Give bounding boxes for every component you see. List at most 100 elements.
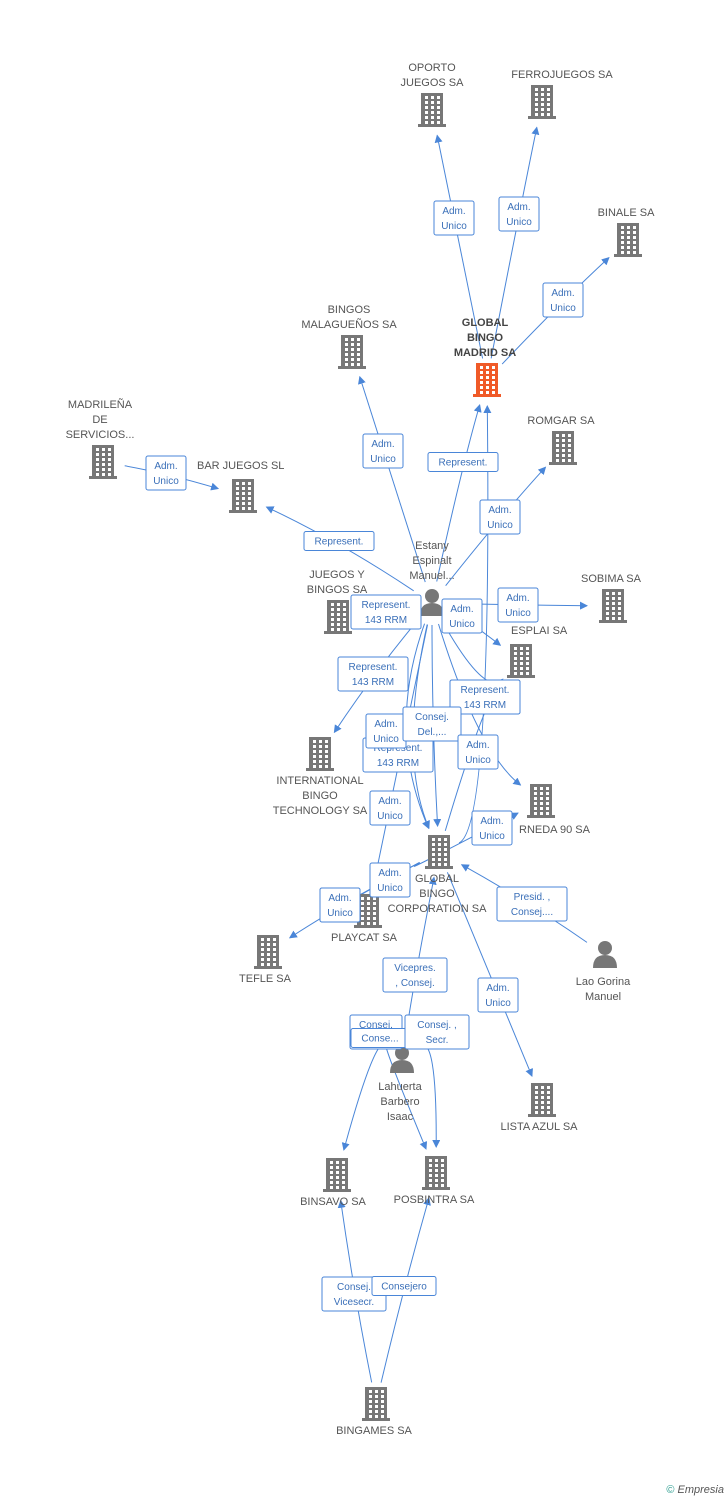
node-label-international: TECHNOLOGY SA bbox=[273, 805, 368, 817]
node-madrilena[interactable]: MADRILEÑADESERVICIOS... bbox=[66, 398, 135, 479]
edge-label-text: Unico bbox=[327, 908, 353, 919]
edge-label-box[interactable]: Adm.Unico bbox=[479, 499, 521, 535]
edge-label-text: Unico bbox=[550, 303, 576, 314]
edge-label-text: 143 RRM bbox=[464, 700, 506, 711]
building-icon bbox=[354, 894, 382, 928]
edge-estany-to-gbmadrid[interactable] bbox=[436, 403, 482, 582]
building-icon bbox=[528, 85, 556, 119]
edge-label-box[interactable]: Adm.Unico bbox=[471, 810, 513, 846]
node-label-gbcorp: GLOBAL bbox=[415, 873, 459, 885]
edge-label-text: Represent. bbox=[461, 685, 510, 696]
edge-lahuerta-to-posbintra[interactable] bbox=[418, 1044, 441, 1148]
edge-label-box[interactable]: Vicepres., Consej. bbox=[382, 957, 448, 993]
node-label-lahuerta: Isaac bbox=[387, 1111, 414, 1123]
edge-label-frame bbox=[471, 810, 513, 846]
edge-label-box[interactable]: Adm. Unico bbox=[369, 862, 411, 898]
node-bingames[interactable]: BINGAMES SA bbox=[336, 1387, 413, 1437]
node-rneda[interactable]: RNEDA 90 SA bbox=[519, 784, 591, 836]
edge-label-frame bbox=[457, 734, 499, 770]
edge-label-box[interactable]: Adm.Unico bbox=[145, 455, 187, 491]
node-label-gbcorp: BINGO bbox=[419, 888, 455, 900]
edge-label-frame bbox=[337, 656, 409, 692]
person-icon bbox=[593, 941, 617, 968]
node-label-estany: Espinalt bbox=[412, 555, 451, 567]
edge-label-box[interactable]: Consej.Del.,... bbox=[402, 706, 462, 742]
edge-label-text: Unico bbox=[377, 883, 403, 894]
edge-label-box[interactable]: Consej.Vicesecr. bbox=[321, 1276, 387, 1312]
node-ferrojuegos[interactable]: FERROJUEGOS SA bbox=[511, 69, 613, 119]
edge-label-box[interactable]: Adm.Unico bbox=[319, 887, 361, 923]
edge-label-box[interactable]: Represent.143 RRM bbox=[337, 656, 409, 692]
edge-label-text: Represent. bbox=[439, 458, 488, 469]
building-icon bbox=[418, 93, 446, 127]
edge-line bbox=[418, 1044, 441, 1148]
edge-label-box[interactable]: Adm.Unico bbox=[477, 977, 519, 1013]
edge-label-frame bbox=[145, 455, 187, 491]
edge-label-box[interactable]: Consej. ,Secr. bbox=[404, 1014, 470, 1050]
node-label-barjuegos: BAR JUEGOS SL bbox=[197, 460, 284, 472]
edge-label-box[interactable]: Adm. Unico bbox=[542, 282, 584, 318]
edge-label-text: Represent. bbox=[349, 662, 398, 673]
node-barjuegos[interactable]: BAR JUEGOS SL bbox=[197, 460, 284, 513]
edge-label-box[interactable]: Adm.Unico bbox=[497, 587, 539, 623]
edge-label-box[interactable]: Adm.Unico bbox=[441, 598, 483, 634]
edge-label-box[interactable]: Adm.Unico bbox=[433, 200, 475, 236]
node-label-bingames: BINGAMES SA bbox=[336, 1425, 412, 1437]
edge-label-text: Adm. bbox=[442, 206, 465, 217]
node-binsavo[interactable]: BINSAVO SA bbox=[300, 1158, 367, 1208]
edge-label-box[interactable]: Adm.Unico bbox=[457, 734, 499, 770]
edge-label-box[interactable]: Presid. ,Consej.... bbox=[496, 886, 568, 922]
edge-label-box[interactable]: Represent. bbox=[303, 531, 375, 551]
edge-label-box[interactable]: Adm.Unico bbox=[365, 713, 407, 749]
node-label-lahuerta: Barbero bbox=[380, 1096, 419, 1108]
node-label-playcat: PLAYCAT SA bbox=[331, 932, 398, 944]
node-esplai[interactable]: ESPLAI SA bbox=[507, 625, 568, 678]
edge-label-frame bbox=[369, 862, 411, 898]
node-tefle[interactable]: TEFLE SA bbox=[239, 935, 292, 985]
node-estany[interactable]: EstanyEspinaltManuel... bbox=[409, 540, 455, 616]
node-label-madrilena: SERVICIOS... bbox=[66, 429, 135, 441]
node-label-lahuerta: Lahuerta bbox=[378, 1081, 422, 1093]
edge-label-text: Adm. bbox=[450, 604, 473, 615]
node-label-gbmadrid: BINGO bbox=[467, 332, 504, 344]
edge-label-box[interactable]: Adm.Unico bbox=[369, 790, 411, 826]
edge-label-text: Secr. bbox=[426, 1035, 449, 1046]
edge-label-frame bbox=[427, 452, 499, 472]
node-binale[interactable]: BINALE SA bbox=[598, 207, 656, 257]
edge-label-box[interactable]: Conse... bbox=[350, 1028, 410, 1048]
building-icon bbox=[323, 1158, 351, 1192]
node-label-laogorina: Manuel bbox=[585, 991, 621, 1003]
edge-label-box[interactable]: Represent.143 RRM bbox=[350, 594, 422, 630]
edge-label-box[interactable]: Consejero bbox=[371, 1276, 437, 1296]
edge-label-text: Unico bbox=[485, 998, 511, 1009]
edge-label-text: Adm. bbox=[378, 868, 401, 879]
edge-label-text: Unico bbox=[506, 217, 532, 228]
edge-label-text: Adm. bbox=[551, 288, 574, 299]
edge-label-box[interactable]: Adm.Unico bbox=[362, 433, 404, 469]
edge-line bbox=[436, 403, 482, 582]
node-label-binale: BINALE SA bbox=[598, 207, 656, 219]
edge-label-frame bbox=[479, 499, 521, 535]
edge-estany-to-rneda[interactable] bbox=[438, 623, 522, 786]
node-playcat[interactable]: PLAYCAT SA bbox=[331, 894, 398, 944]
node-posbintra[interactable]: POSBINTRA SA bbox=[394, 1156, 475, 1206]
node-listaazul[interactable]: LISTA AZUL SA bbox=[500, 1083, 578, 1133]
edge-label-text: Adm. bbox=[507, 202, 530, 213]
edge-label-text: Represent. bbox=[315, 537, 364, 548]
edge-label-box[interactable]: Represent. 143 RRM bbox=[449, 679, 521, 715]
edge-label-box[interactable]: Represent. bbox=[427, 452, 499, 472]
edge-label-box[interactable]: Adm. Unico bbox=[498, 196, 540, 232]
node-sobima[interactable]: SOBIMA SA bbox=[581, 573, 642, 623]
node-romgar[interactable]: ROMGAR SA bbox=[527, 415, 595, 465]
edge-label-text: Adm. bbox=[378, 796, 401, 807]
edge-label-text: Unico bbox=[373, 734, 399, 745]
